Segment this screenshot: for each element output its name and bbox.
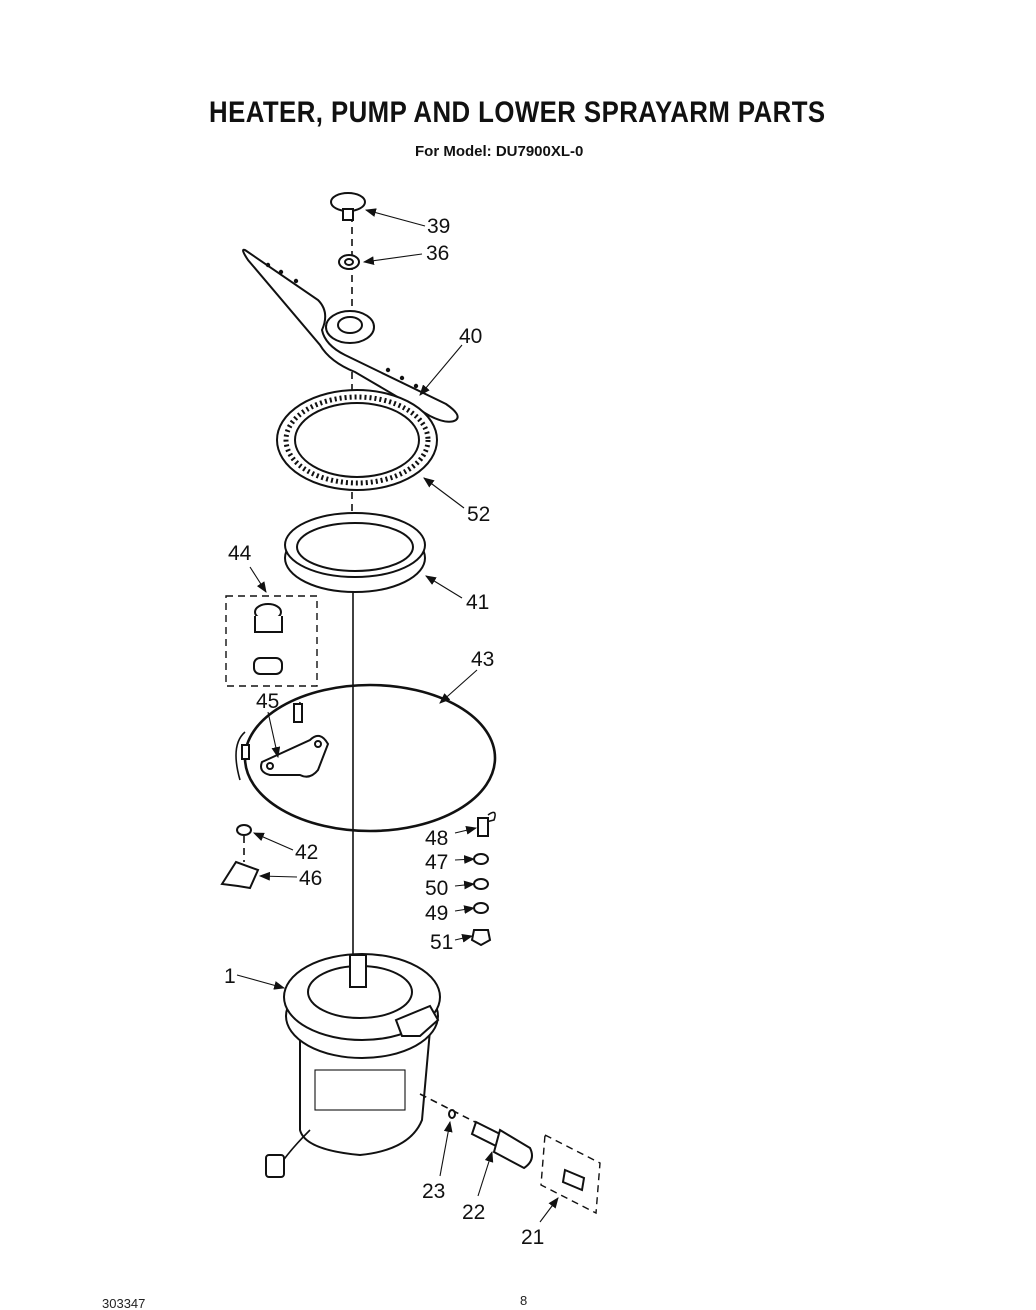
callout-41: 41 (466, 591, 489, 614)
part-46-clip (220, 860, 260, 890)
part-22-sensor (470, 1120, 533, 1170)
callout-45: 45 (256, 690, 279, 713)
part-49-washer (473, 902, 489, 914)
part-51-nut (470, 929, 492, 947)
callout-23: 23 (422, 1180, 445, 1203)
part-23-o-ring (448, 1109, 456, 1119)
callout-40: 40 (459, 325, 482, 348)
callout-52: 52 (467, 503, 490, 526)
callout-46: 46 (299, 867, 322, 890)
part-39-cap (330, 192, 366, 221)
part-47-washer (473, 853, 489, 865)
callout-49: 49 (425, 902, 448, 925)
part-41-seal-ring (284, 512, 426, 593)
part-21-clip-kit (540, 1133, 601, 1215)
part-45-heater-bracket (235, 731, 330, 781)
part-40-lower-sprayarm (242, 248, 459, 423)
part-42-grommet (236, 824, 252, 836)
page-title: HEATER, PUMP AND LOWER SPRAYARM PARTS (209, 96, 826, 129)
document-number: 303347 (102, 1296, 146, 1310)
model-subtitle: For Model: DU7900XL-0 (415, 143, 584, 160)
page-number: 8 (520, 1293, 528, 1308)
callout-51: 51 (430, 931, 453, 954)
callout-47: 47 (425, 851, 448, 874)
part-52-filter-ring (276, 389, 438, 491)
part-44-thermostat-kit (225, 595, 318, 687)
callout-leaders (236, 208, 559, 1223)
callout-22: 22 (462, 1201, 485, 1224)
part-48-terminal (477, 811, 496, 837)
callout-48: 48 (425, 827, 448, 850)
callout-1: 1 (224, 965, 236, 988)
callout-42: 42 (295, 841, 318, 864)
callout-39: 39 (427, 215, 450, 238)
part-50-washer (473, 878, 489, 890)
callout-50: 50 (425, 877, 448, 900)
callout-36: 36 (426, 242, 449, 265)
part-1-pump-motor-assembly (265, 953, 476, 1178)
part-36-washer (338, 254, 360, 270)
callout-21: 21 (521, 1226, 544, 1249)
callout-43: 43 (471, 648, 494, 671)
callout-44: 44 (228, 542, 252, 565)
